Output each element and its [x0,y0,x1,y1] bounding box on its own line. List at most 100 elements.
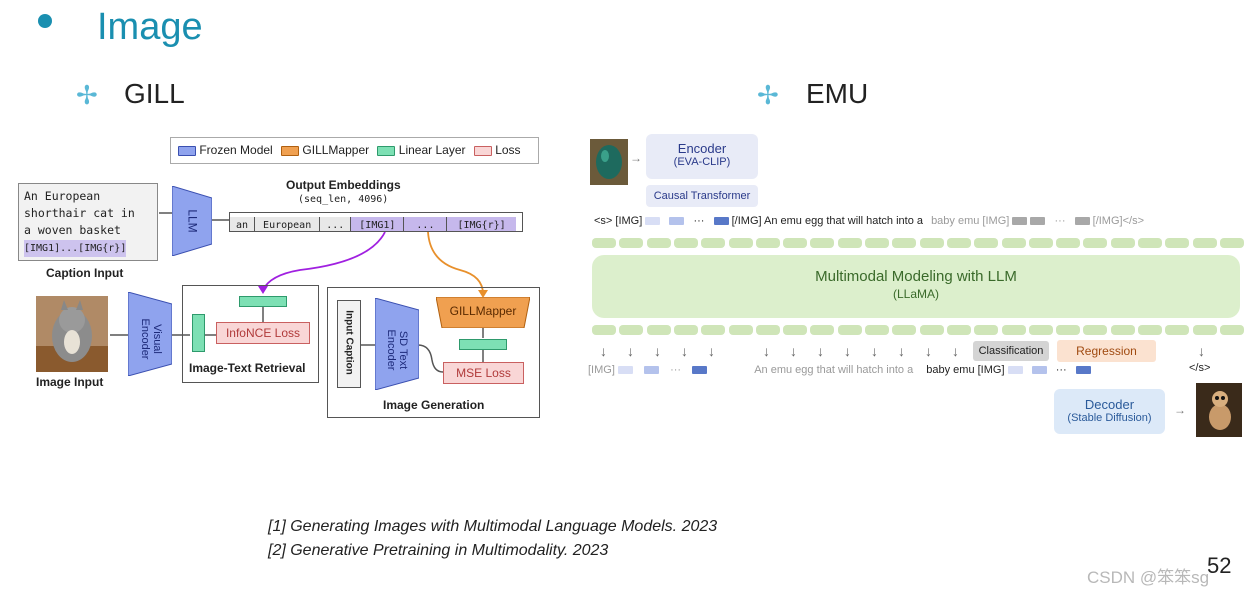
encoder-label: Encoder [677,141,727,156]
input-caption-box [337,300,361,388]
retrieval-linear-horizontal [239,296,287,307]
cross-icon: ✢ [757,80,779,110]
out-visual-token [692,366,708,375]
token-pill [1138,238,1162,248]
down-arrow-icon: ↓ [654,343,661,359]
token-pill [1165,238,1190,248]
cross-icon: ✢ [76,80,98,110]
legend-linear: Linear Layer [398,143,466,157]
generation-label: Image Generation [383,398,485,412]
token-pill [946,238,971,248]
gen-token [1012,217,1028,226]
seq-dots: ··· [1054,215,1066,227]
seq-dots: ··· [693,215,705,227]
gen-token [1074,217,1090,226]
generation-box [327,287,540,418]
token-pill [892,325,917,335]
output-sequence: [IMG] ··· An emu egg that will hatch int… [588,364,1091,376]
token: European [255,217,321,231]
classification-label: Classification [973,341,1049,361]
token-pill [1110,325,1135,335]
footnote-2: [2] Generative Pretraining in Multimodal… [268,542,609,559]
token-pill [1110,238,1135,248]
cat-image [36,296,108,372]
token-pill [919,238,944,248]
token-pill [673,325,698,335]
out-dots: ··· [670,364,682,376]
token-pill [646,238,671,248]
out-end: </s> [1189,362,1211,374]
output-embeddings-sub: (seq_len, 4096) [298,194,389,205]
down-arrow-icon: ↓ [817,343,824,359]
token-pill [1138,325,1162,335]
down-arrow-icon: ↓ [952,343,959,359]
regression-label: Regression [1057,340,1156,362]
token-pill [1028,238,1053,248]
token-pill [1056,238,1081,248]
llm-title: Multimodal Modeling with LLM [815,268,1017,285]
down-arrow-icon: ↓ [925,343,932,359]
visual-token [713,217,729,226]
legend-loss: Loss [495,143,521,157]
out-visual-token [1075,366,1091,375]
seq-end: [/IMG]</s> [1092,215,1144,227]
encoder-sub: (EVA-CLIP) [673,156,731,168]
token-pill [592,238,616,248]
token-pill [1083,325,1108,335]
slide-title: Image [97,6,203,48]
out-visual-token [1007,366,1023,375]
token-pill [1165,325,1190,335]
baby-emu-image [1196,383,1242,437]
token-pill [1001,325,1026,335]
legend: Frozen Model GILLMapper Linear Layer Los… [170,137,539,164]
token-pill [810,325,835,335]
token-pill [755,238,780,248]
token-pill [701,325,726,335]
token-pill [1192,238,1217,248]
token-pill [974,325,999,335]
token-pill [1192,325,1217,335]
caption-line: shorthair cat in [24,206,135,220]
emu-diagram: → Encoder (EVA-CLIP) Causal Transformer … [588,134,1244,437]
input-pill-row [592,238,1244,250]
down-arrows: ↓↓↓↓↓↓↓↓↓↓↓↓↓↓ [600,343,1220,359]
gillmapper-block [436,297,530,328]
token-pill [619,325,644,335]
token: ... [404,217,448,231]
out-img: [IMG] [588,364,615,376]
legend-swatch-loss [473,145,492,156]
gillmapper-label: GILLMapper [449,304,517,318]
arrow-right-icon: → [1174,403,1186,417]
arrow-right-icon: → [630,151,642,165]
down-arrow-icon: ↓ [790,343,797,359]
seq-start: <s> [IMG] [594,215,643,227]
token: [IMG{r}] [447,217,516,231]
gill-heading: GILL [124,78,185,109]
down-arrow-icon: ↓ [600,343,607,359]
token-pill [783,238,808,248]
decoder-label: Decoder [1084,397,1135,412]
infonce-loss: InfoNCE Loss [216,322,310,344]
legend-mapper: GILLMapper [302,143,370,157]
causal-transformer: Causal Transformer [646,185,758,207]
down-arrow-icon: ↓ [708,343,715,359]
token: [IMG1] [351,217,405,231]
out-visual-token [644,366,660,375]
page-number: 52 [1207,553,1232,578]
gill-diagram: Frozen Model GILLMapper Linear Layer Los… [0,0,560,430]
down-arrow-icon: ↓ [763,343,770,359]
decoder-sub: (Stable Diffusion) [1067,412,1152,424]
legend-swatch-mapper [281,145,300,156]
token-pill [837,238,862,248]
llm-sub: (LLaMA) [892,287,939,301]
token-pill [783,325,808,335]
caption-line: a woven basket [24,223,121,237]
legend-swatch-frozen [178,145,196,156]
out-words: An emu egg that will hatch into a [754,364,914,376]
input-sequence: <s> [IMG] ··· [/IMG] An emu egg that wil… [594,215,1144,227]
gill-connectors [110,212,488,373]
down-arrow-icon: ↓ [898,343,905,359]
caption-input-box: An European shorthair cat in a woven bas… [18,183,158,261]
retrieval-linear-vertical [192,314,205,352]
